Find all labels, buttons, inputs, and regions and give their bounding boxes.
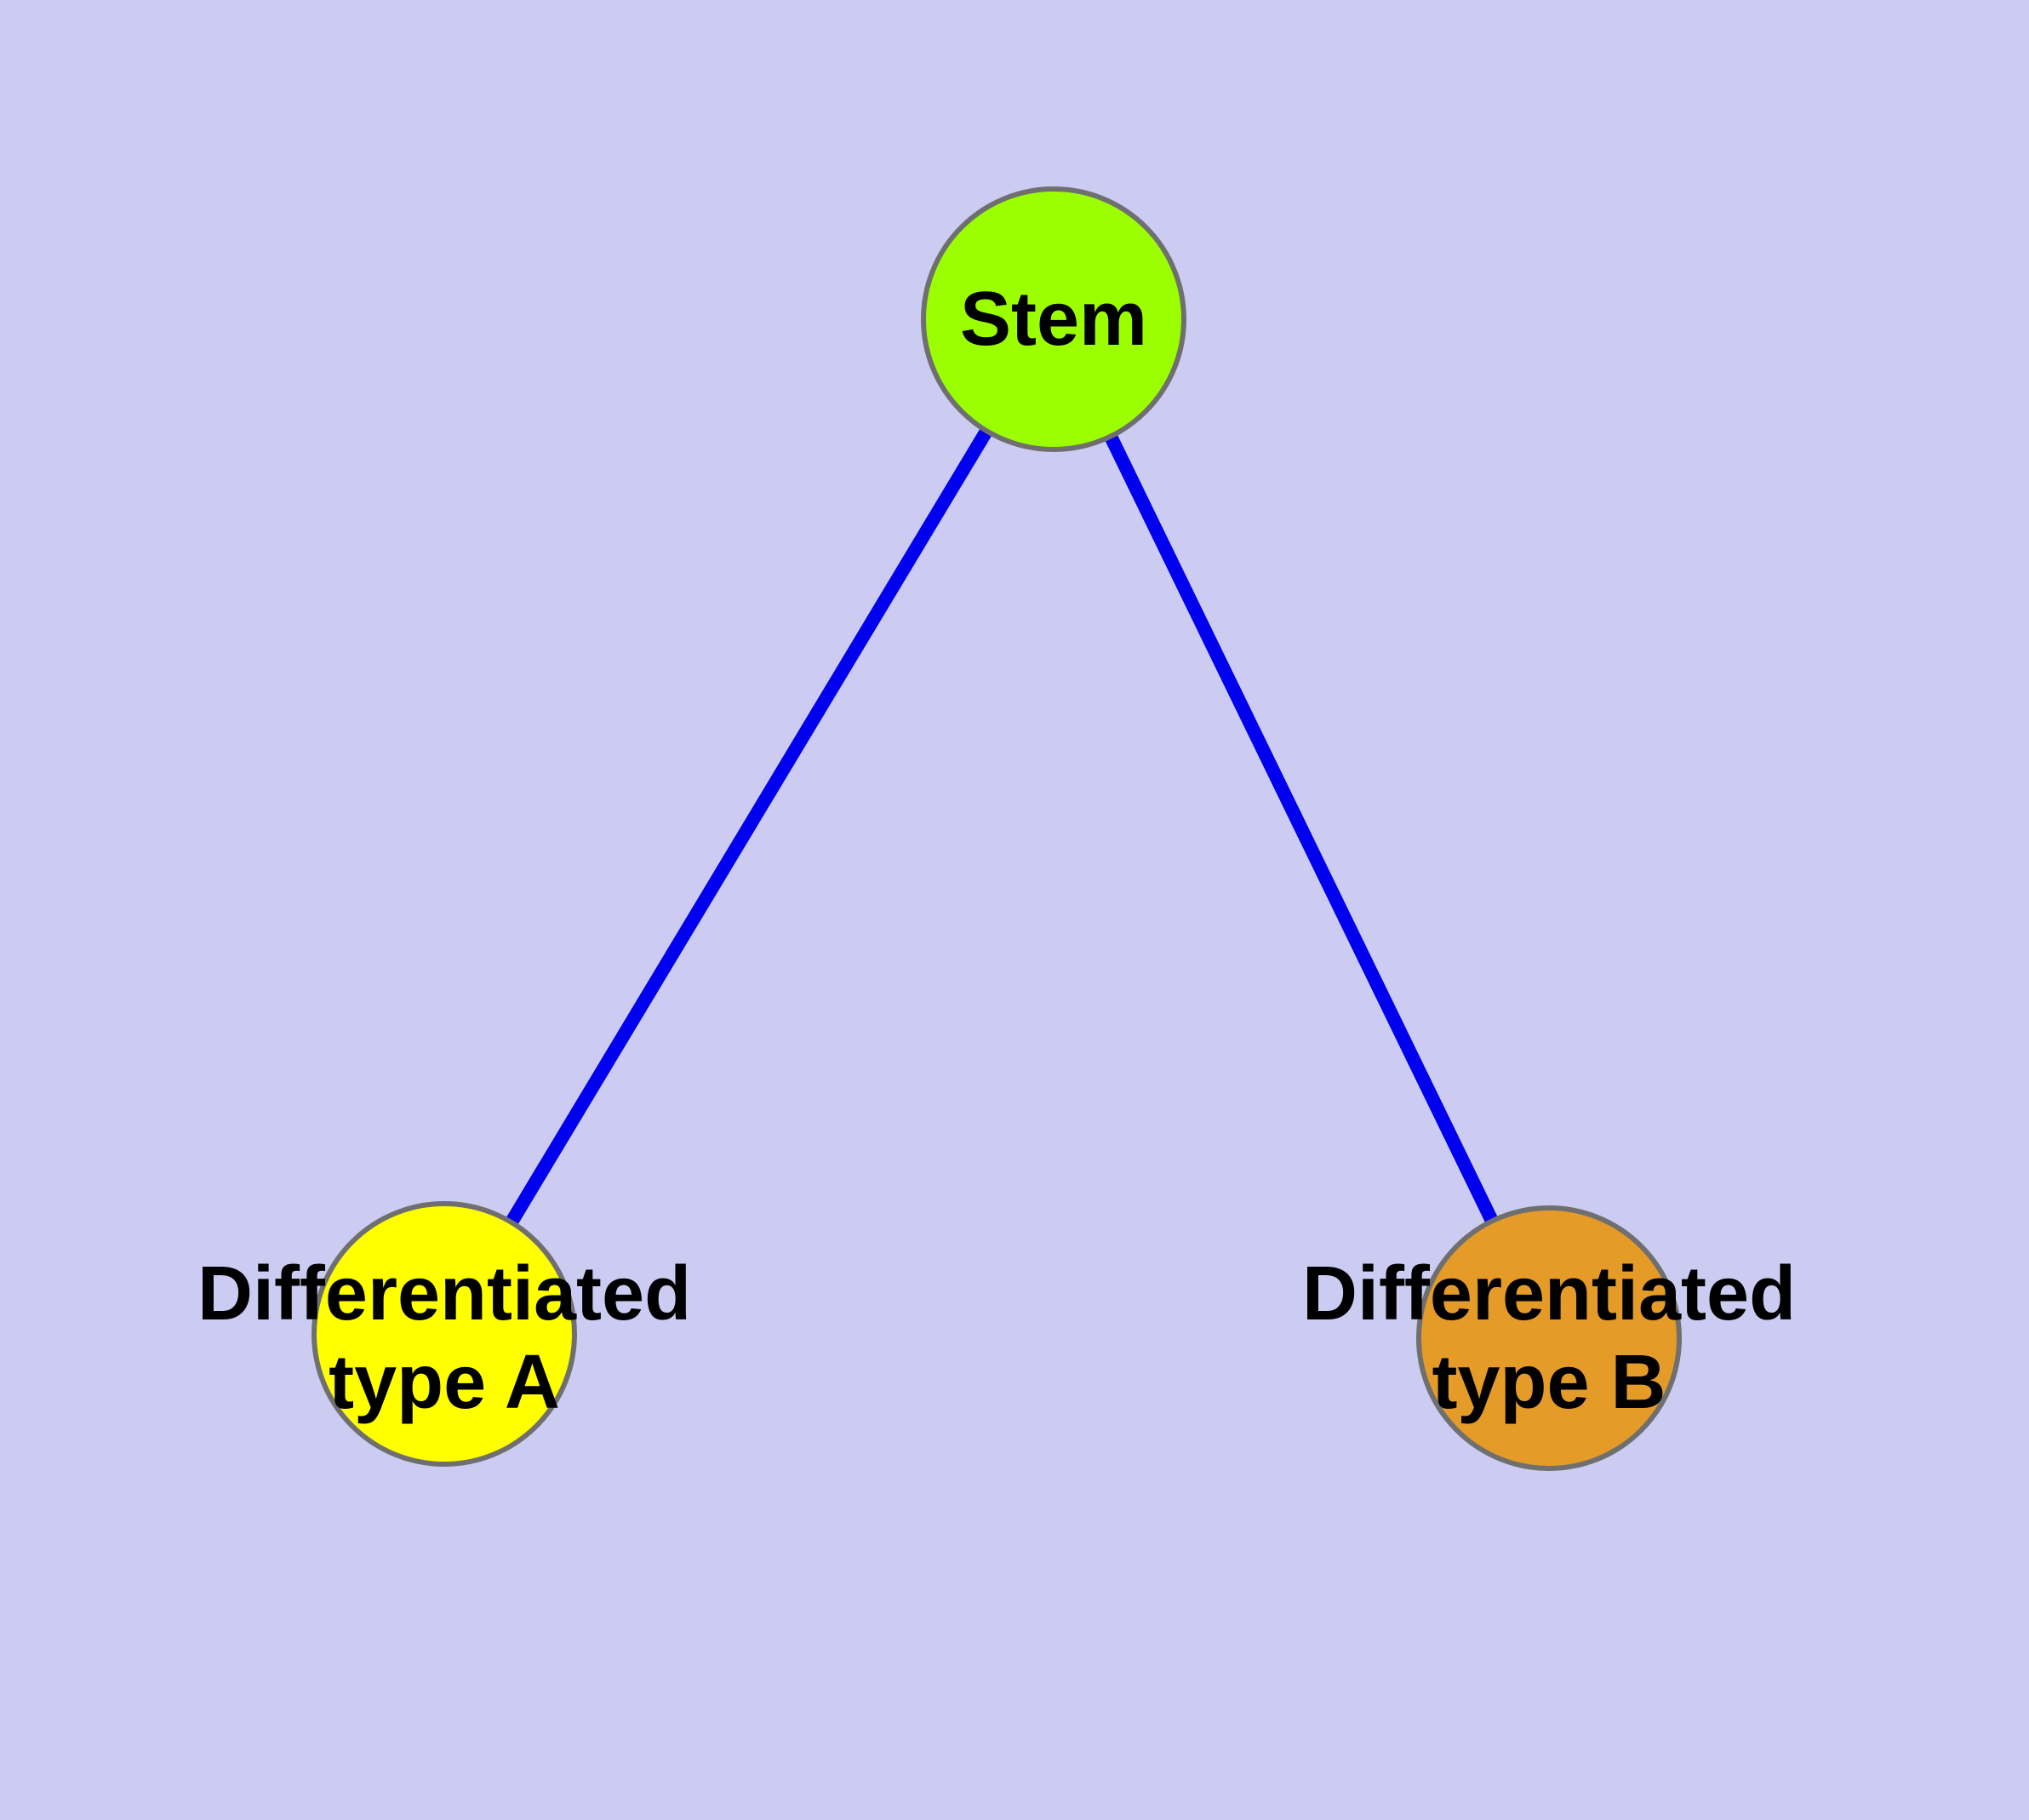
node-label-type-b-line1: Differentiated (1301, 1251, 1797, 1336)
edge-stem-to-type-a (438, 315, 1060, 1338)
node-label-stem: Stem (960, 275, 1147, 363)
node-type-b (1416, 1205, 1682, 1471)
node-label-stem-line: Stem (959, 277, 1148, 362)
node-type-a (311, 1201, 577, 1467)
node-stem (921, 186, 1186, 452)
node-label-type-a: Differentiated type A (197, 1250, 691, 1427)
node-label-type-a-line2: type A (329, 1340, 560, 1425)
node-label-type-a-line1: Differentiated (197, 1251, 692, 1336)
node-label-type-b: Differentiated type B (1302, 1250, 1796, 1427)
edge-stem-to-type-b (1047, 316, 1556, 1342)
node-label-type-b-line2: type B (1432, 1340, 1666, 1425)
